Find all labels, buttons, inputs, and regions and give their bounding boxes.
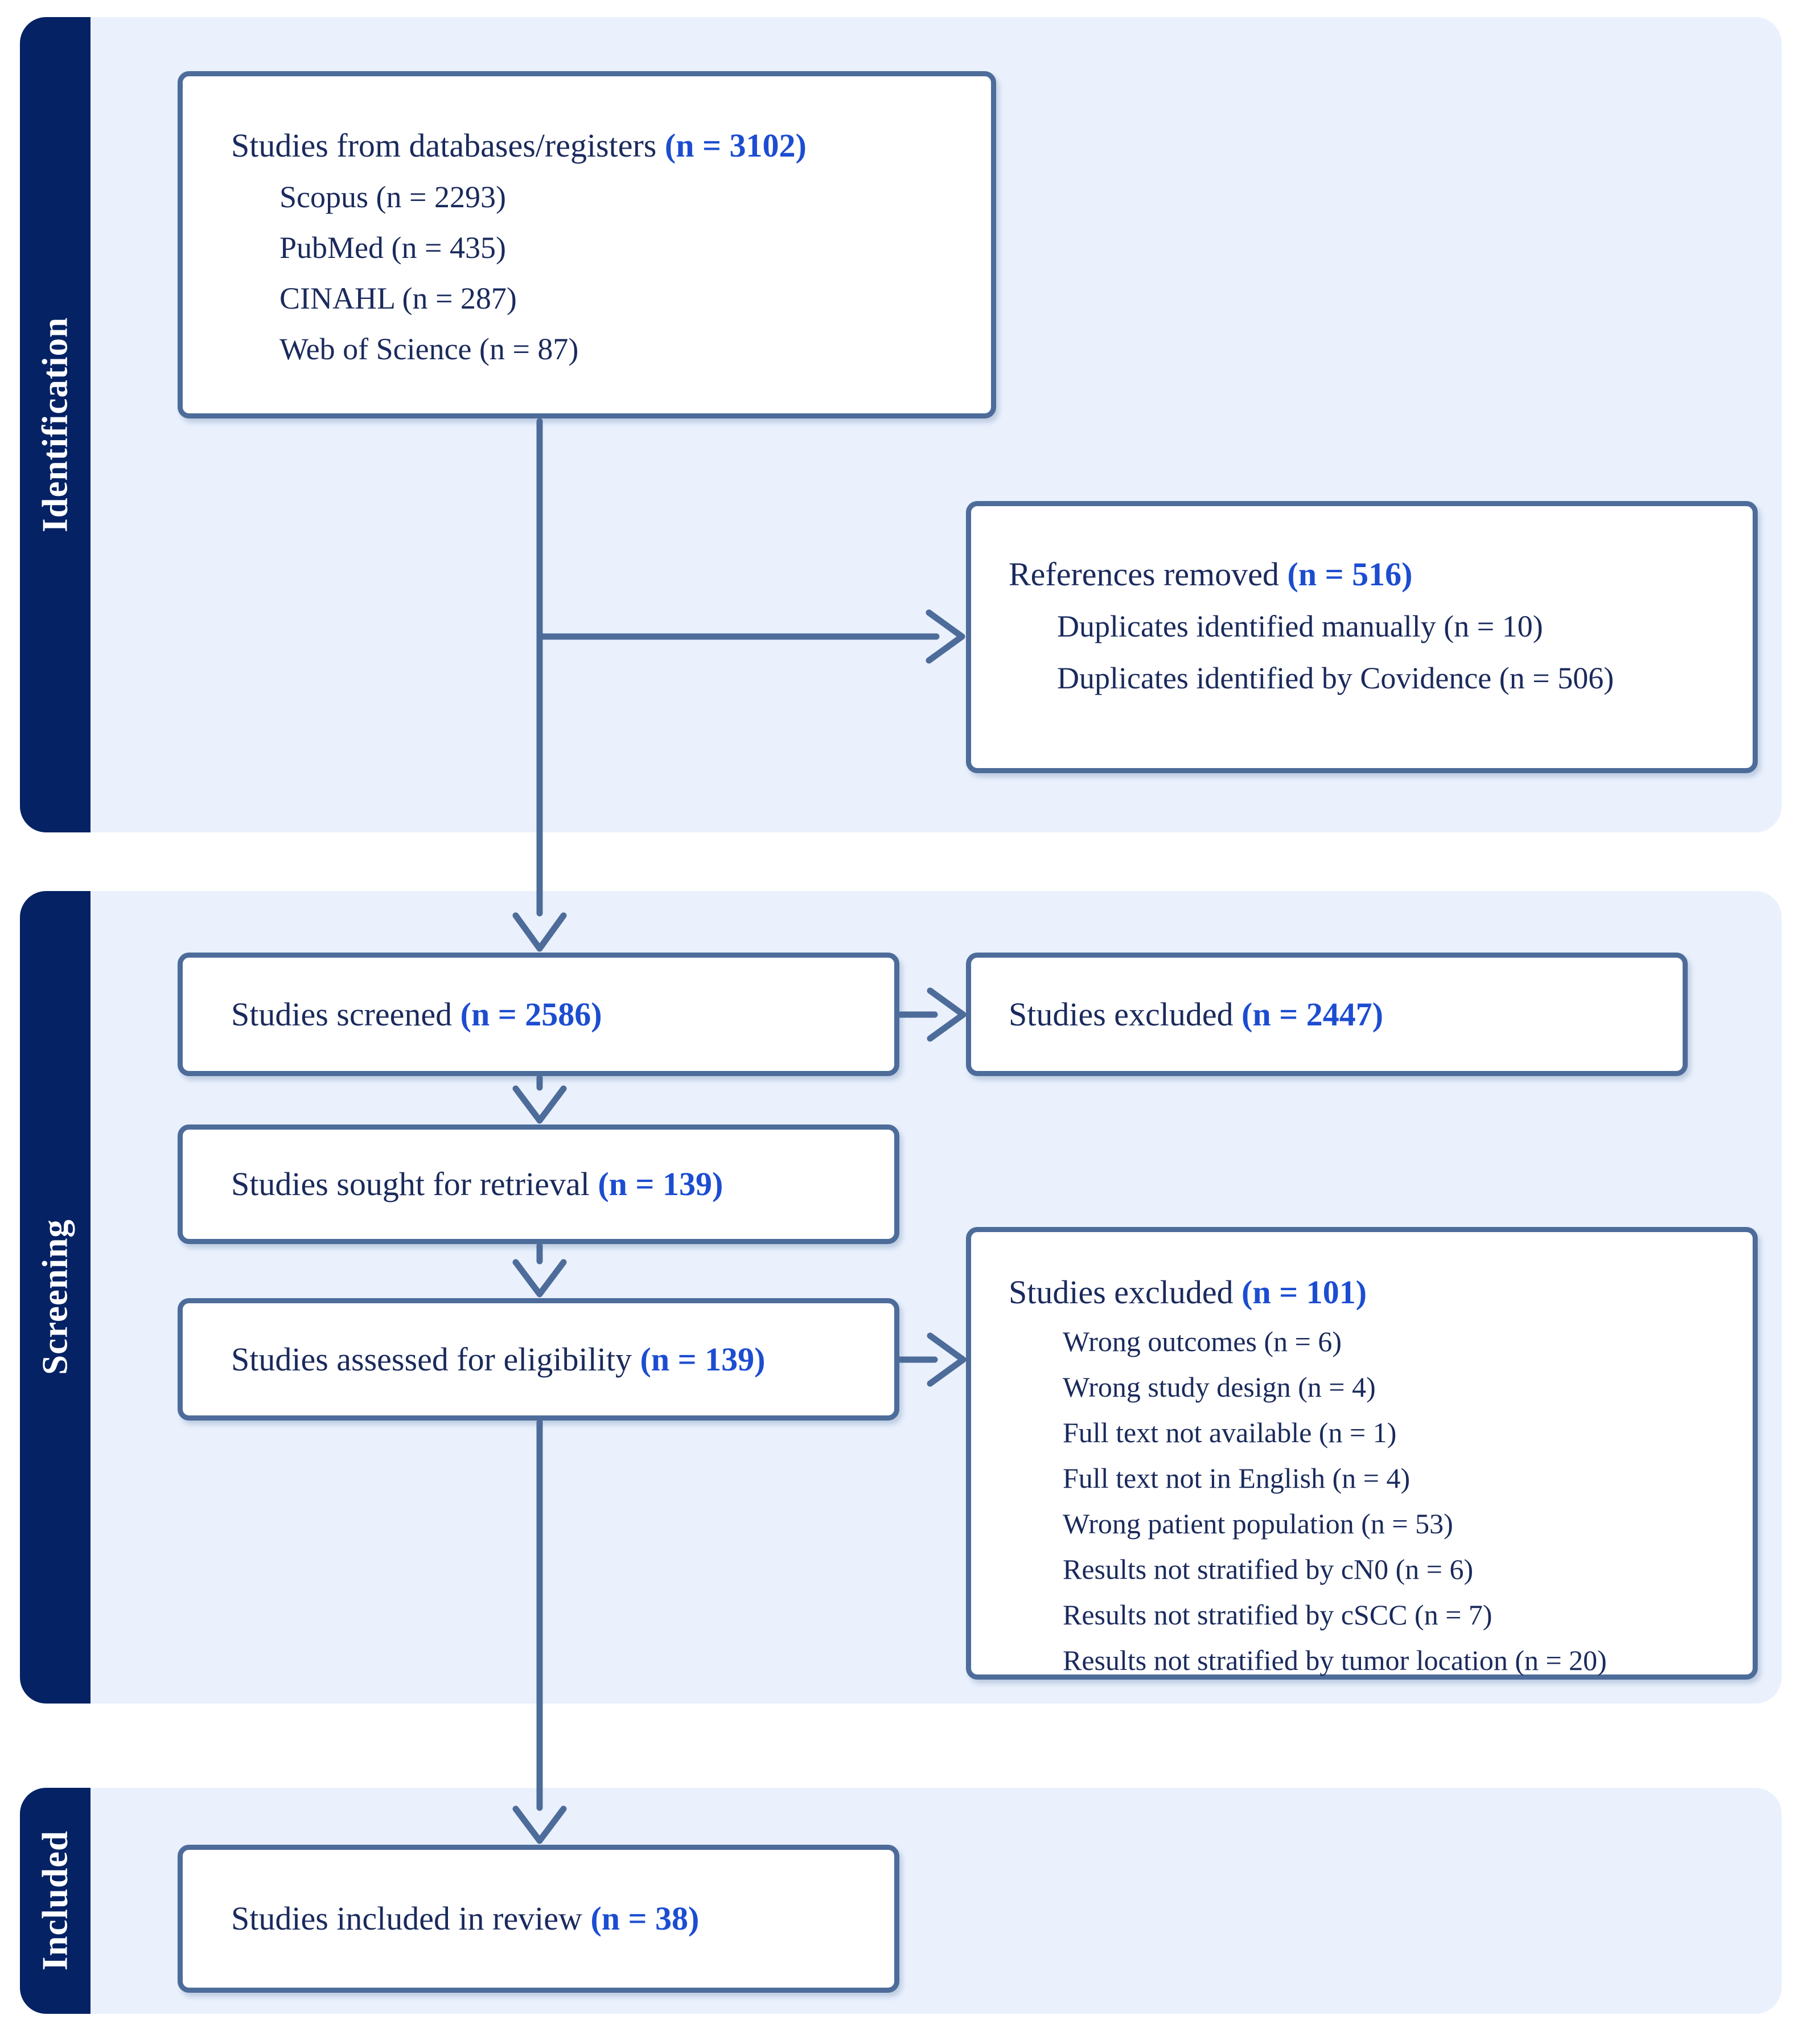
- box-excluded-screening-count: (n = 2447): [1241, 995, 1384, 1033]
- list-item: Results not stratified by cN0 (n = 6): [1063, 1553, 1474, 1585]
- sidebar-bar-identification: [20, 17, 91, 832]
- list-item: Full text not available (n = 1): [1063, 1417, 1397, 1448]
- box-assessed-eligibility: Studies assessed for eligibility (n = 13…: [178, 1298, 899, 1421]
- box-databases-title: Studies from databases/registers: [231, 127, 657, 164]
- box-sought-retrieval-heading: Studies sought for retrieval (n = 139): [231, 1158, 723, 1210]
- box-screened-heading: Studies screened (n = 2586): [231, 988, 602, 1041]
- list-item: Duplicates identified manually (n = 10): [1057, 609, 1543, 643]
- list-item: Wrong patient population (n = 53): [1063, 1508, 1453, 1540]
- box-assessed-eligibility-title: Studies assessed for eligibility: [231, 1340, 632, 1378]
- box-excluded-eligibility-title: Studies excluded: [1009, 1274, 1233, 1311]
- box-sought-retrieval: Studies sought for retrieval (n = 139): [178, 1124, 899, 1244]
- list-item: Wrong outcomes (n = 6): [1063, 1325, 1342, 1357]
- sidebar-label-identification: Identification: [35, 317, 75, 533]
- box-assessed-eligibility-heading: Studies assessed for eligibility (n = 13…: [231, 1333, 765, 1386]
- sidebar-label-included: Included: [35, 1830, 75, 1971]
- list-item: PubMed (n = 435): [279, 231, 506, 265]
- box-screened-count: (n = 2586): [460, 995, 602, 1033]
- list-item: Web of Science (n = 87): [279, 332, 579, 366]
- box-included-review-heading: Studies included in review (n = 38): [231, 1893, 699, 1945]
- box-screened: Studies screened (n = 2586): [178, 953, 899, 1076]
- box-excluded-eligibility: Studies excluded (n = 101) Wrong outcome…: [966, 1227, 1758, 1680]
- sidebar-bar-included: [20, 1788, 91, 2014]
- sidebar-label-screening: Screening: [35, 1219, 75, 1375]
- list-item: Full text not in English (n = 4): [1063, 1462, 1411, 1494]
- list-item: CINAHL (n = 287): [279, 281, 517, 315]
- box-references-removed: References removed (n = 516) Duplicates …: [966, 501, 1758, 773]
- box-screened-title: Studies screened: [231, 995, 453, 1033]
- box-included-review-title: Studies included in review: [231, 1900, 582, 1937]
- list-item: Wrong study design (n = 4): [1063, 1371, 1376, 1403]
- list-item: Results not stratified by tumor location…: [1063, 1644, 1607, 1676]
- box-excluded-eligibility-heading: Studies excluded (n = 101): [1009, 1266, 1741, 1319]
- box-references-removed-count: (n = 516): [1287, 556, 1413, 593]
- box-databases-heading: Studies from databases/registers (n = 31…: [231, 120, 980, 172]
- box-assessed-eligibility-count: (n = 139): [640, 1340, 766, 1378]
- box-excluded-eligibility-count: (n = 101): [1241, 1274, 1367, 1311]
- box-excluded-screening-heading: Studies excluded (n = 2447): [1009, 988, 1383, 1041]
- box-databases: Studies from databases/registers (n = 31…: [178, 71, 996, 418]
- list-item: Duplicates identified by Covidence (n = …: [1057, 661, 1614, 695]
- box-excluded-screening: Studies excluded (n = 2447): [966, 953, 1688, 1076]
- box-references-removed-heading: References removed (n = 516): [1009, 548, 1741, 601]
- box-excluded-screening-title: Studies excluded: [1009, 995, 1233, 1033]
- box-sought-retrieval-title: Studies sought for retrieval: [231, 1165, 590, 1202]
- box-references-removed-title: References removed: [1009, 556, 1280, 593]
- box-databases-count: (n = 3102): [664, 127, 807, 164]
- box-sought-retrieval-count: (n = 139): [598, 1165, 723, 1202]
- box-included-review: Studies included in review (n = 38): [178, 1845, 899, 1993]
- sidebar-bar-screening: [20, 891, 91, 1704]
- list-item: Scopus (n = 2293): [279, 180, 506, 214]
- list-item: Results not stratified by cSCC (n = 7): [1063, 1599, 1492, 1631]
- box-included-review-count: (n = 38): [590, 1900, 700, 1937]
